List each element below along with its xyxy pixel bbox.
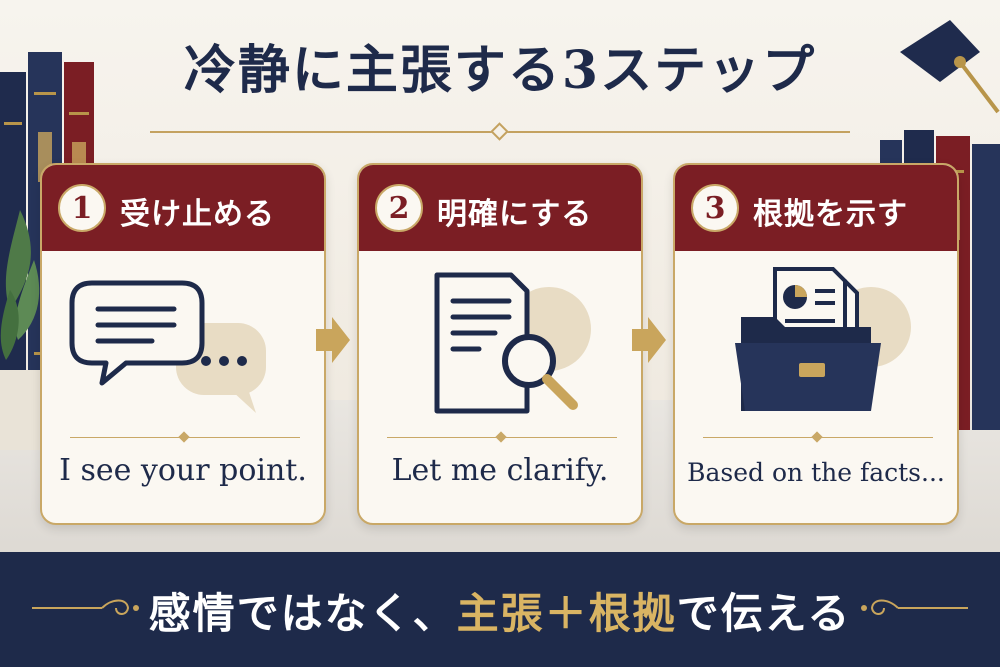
step-caption: Based on the facts... xyxy=(687,458,945,487)
footer-banner xyxy=(0,552,1000,667)
step-card-3: 3 根拠を示す Based on the facts... xyxy=(673,163,959,525)
arrow-right-icon xyxy=(316,317,350,363)
card-divider-ornament xyxy=(178,431,190,443)
footer-plus: ＋ xyxy=(544,589,589,638)
footer-message: 感情ではなく、主張＋根拠で伝える xyxy=(0,580,1000,641)
step-card-header: 2 明確にする xyxy=(359,165,641,251)
step-card-2: 2 明確にする Let me clarify. xyxy=(357,163,643,525)
step-caption: I see your point. xyxy=(59,453,307,488)
folder-documents-icon xyxy=(735,267,911,411)
footer-text-part1: 感情ではなく、 xyxy=(148,589,457,638)
plant-icon xyxy=(0,210,40,450)
footer-highlight-evidence: 根拠 xyxy=(588,589,677,638)
step-caption: Let me clarify. xyxy=(391,453,609,488)
step-label: 明確にする xyxy=(437,197,593,232)
speech-bubbles-icon xyxy=(69,280,266,413)
card-divider-ornament xyxy=(495,431,507,443)
desk-lamp-icon xyxy=(900,20,1000,114)
step-number-badge: 3 xyxy=(691,184,739,232)
step-card-1: 1 受け止める I see your point. xyxy=(40,163,326,525)
step-number-badge: 1 xyxy=(58,184,106,232)
ornament-left-icon xyxy=(32,599,139,615)
arrow-right-icon xyxy=(632,317,666,363)
document-magnifier-icon xyxy=(434,272,591,414)
step-label: 根拠を示す xyxy=(753,197,908,232)
page-title: 冷静に主張する3ステップ xyxy=(183,40,817,101)
footer-text-part2: で伝える xyxy=(676,589,852,638)
ornament-right-icon xyxy=(861,599,968,615)
step-label: 受け止める xyxy=(120,197,275,232)
footer-highlight-claim: 主張 xyxy=(456,589,545,638)
card-divider-ornament xyxy=(811,431,823,443)
step-number-badge: 2 xyxy=(375,184,423,232)
step-card-header: 3 根拠を示す xyxy=(675,165,957,251)
step-card-header: 1 受け止める xyxy=(42,165,324,251)
